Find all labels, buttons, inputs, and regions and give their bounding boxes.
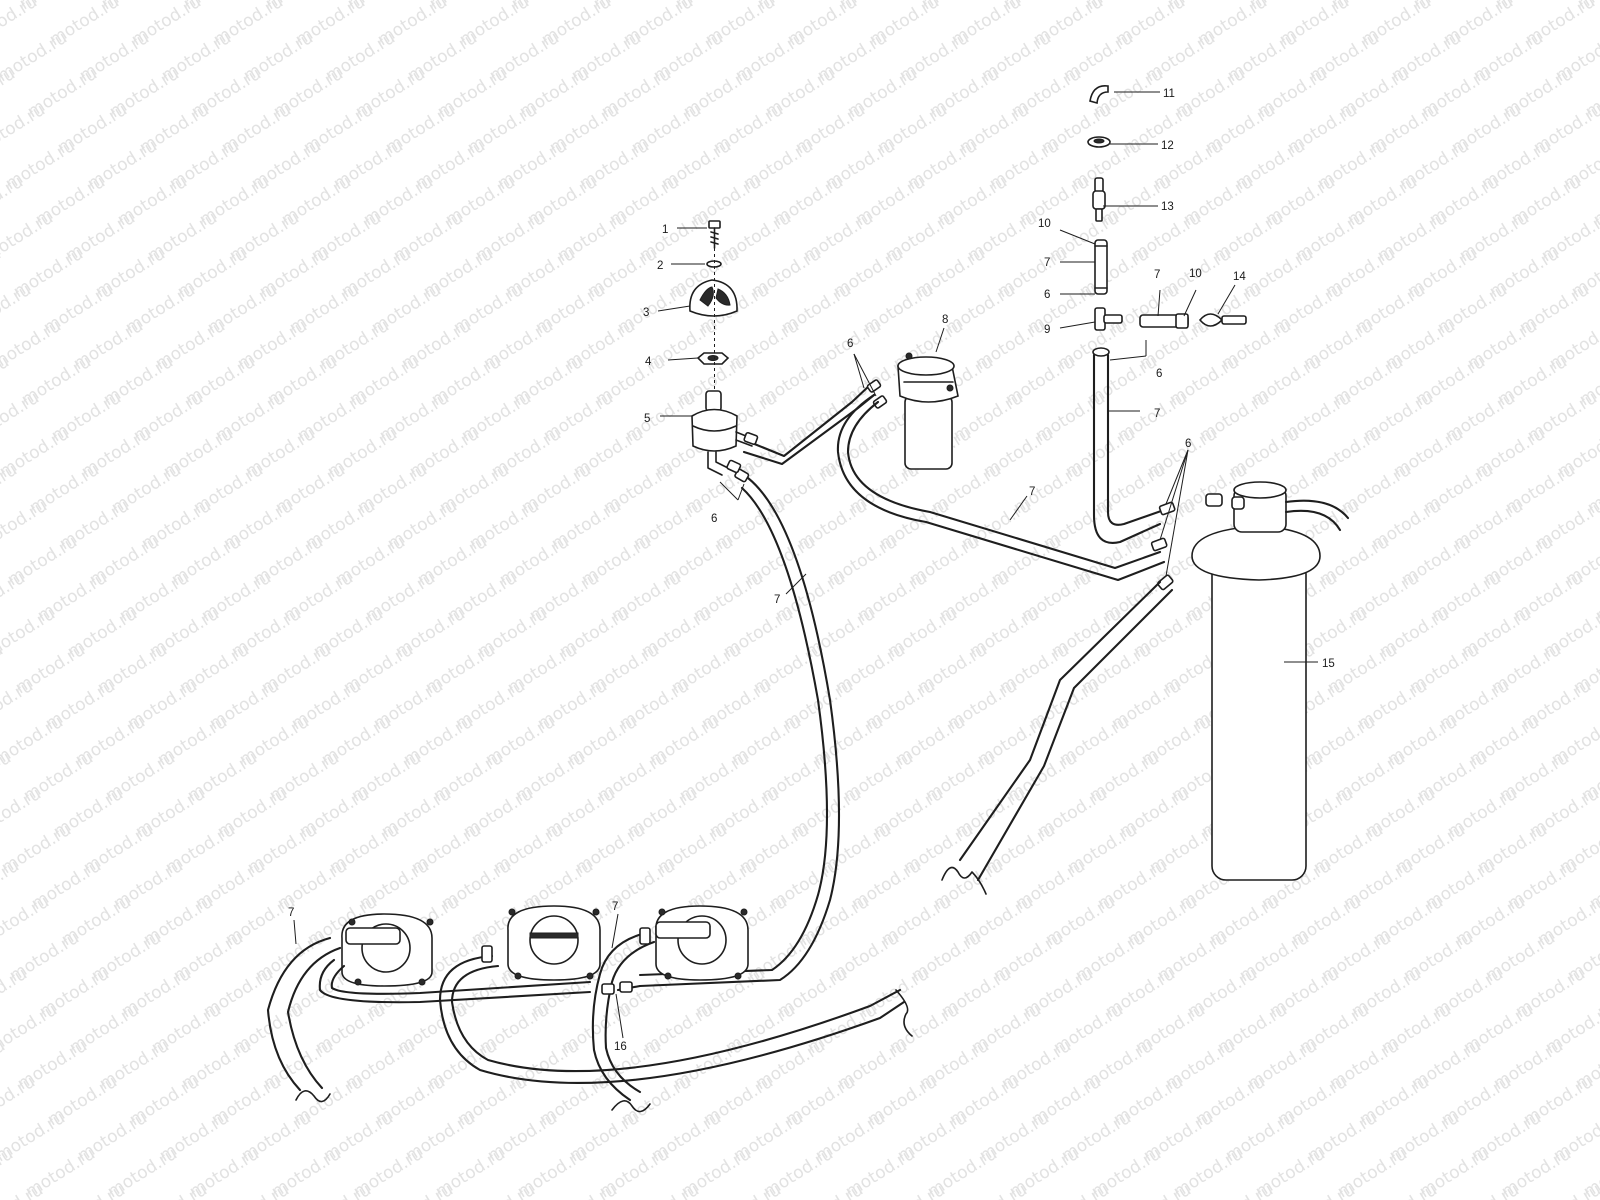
callout-10-side: 10 (1189, 268, 1202, 280)
callout-10-vent: 10 (1038, 218, 1051, 230)
watermark-text: motod.ru (0, 1072, 39, 1130)
part-5-valve (691, 390, 757, 476)
watermark-text: motod.ru (1036, 1180, 1113, 1200)
callout-7-side: 7 (1154, 269, 1160, 281)
watermark-text: motod.ru (0, 892, 53, 950)
watermark-text: motod.ru (0, 388, 43, 446)
callout-16: 16 (614, 1041, 627, 1053)
part-14-valve (1198, 313, 1247, 327)
callout-13: 13 (1161, 201, 1174, 213)
leader-lines (293, 91, 1318, 1039)
callout-7-center: 7 (612, 901, 618, 913)
watermark-text: motod.ru (0, 604, 59, 662)
watermark-text: motod.ru (462, 1180, 539, 1200)
watermark-text: motod.ru (380, 1180, 457, 1200)
watermark-text: motod.ru (0, 784, 45, 842)
part-3-knob (689, 279, 738, 317)
callout-5: 5 (644, 413, 650, 425)
watermark-text: motod.ru (1200, 1180, 1277, 1200)
watermark-text: motod.ru (544, 1180, 621, 1200)
hose-fittings-6-left (726, 431, 759, 483)
watermark-text: motod.ru (0, 100, 49, 158)
watermark-text: motod.ru (1118, 1180, 1195, 1200)
watermark-text: motod.ru (1282, 1180, 1359, 1200)
callout-7-carb-line: 7 (774, 594, 780, 606)
callout-3: 3 (643, 307, 649, 319)
watermark-text: motod.ru (1446, 1180, 1523, 1200)
watermark-text: motod.ru (52, 1180, 129, 1200)
callout-4: 4 (645, 356, 652, 368)
carb-3 (655, 905, 749, 981)
watermark-text: motod.ru (0, 0, 41, 50)
callout-7-vent: 7 (1044, 257, 1050, 269)
watermark-text: motod.ru (1364, 1180, 1441, 1200)
part-9-tee (1094, 307, 1123, 331)
hose-valve-to-carbs (638, 476, 841, 988)
part-7-vent-hose-side (1139, 313, 1189, 329)
hose-tank-return (941, 580, 1174, 895)
callout-6-tee: 6 (1156, 368, 1162, 380)
callout-9: 9 (1044, 324, 1050, 336)
part-11-elbow (1089, 84, 1109, 105)
part-7-vent-hose-short (1094, 239, 1108, 295)
callout-11: 11 (1163, 88, 1175, 100)
vent-hose-down (1092, 347, 1166, 544)
watermark-text: motod.ru (0, 280, 35, 338)
watermark-text: motod.ru (954, 1180, 1031, 1200)
callout-2: 2 (657, 260, 663, 272)
watermark-text: motod.ru (298, 1180, 375, 1200)
callout-14: 14 (1233, 271, 1246, 283)
callout-6-tank: 6 (1185, 438, 1191, 450)
callout-8: 8 (942, 314, 948, 326)
callout-7-main: 7 (1029, 486, 1035, 498)
filter-fittings-6 (866, 379, 888, 409)
part-15-fuel-tank (1191, 481, 1350, 881)
part-1-bolt (708, 220, 721, 249)
carb-hoses (266, 927, 913, 1113)
callout-7-left: 7 (288, 907, 294, 919)
carb-2 (507, 905, 601, 981)
part-12-clamp (1087, 136, 1111, 148)
watermark-text: motod.ru (0, 208, 57, 266)
callout-6-vent: 6 (1044, 289, 1050, 301)
part-4-nut (696, 352, 730, 365)
watermark-text: motod.ru (708, 1180, 785, 1200)
part-13-check-valve (1092, 177, 1106, 222)
watermark-text: motod.ru (216, 1180, 293, 1200)
watermark-text: motod.ru (0, 1000, 61, 1058)
watermark-text: motod.ru (790, 1180, 867, 1200)
callout-15: 15 (1322, 658, 1335, 670)
callout-1: 1 (662, 224, 668, 236)
callout-7-down: 7 (1154, 408, 1160, 420)
watermark-text: motod.ru (0, 676, 37, 734)
part-8-filter (897, 352, 959, 470)
callout-6-valve: 6 (711, 513, 717, 525)
watermark-text: motod.ru (872, 1180, 949, 1200)
callout-labels: 1 2 3 4 5 6 6 6 6 6 7 7 7 7 7 7 7 8 9 10… (288, 88, 1335, 1053)
carb-1 (341, 913, 434, 987)
watermark-text: motod.ru (626, 1180, 703, 1200)
watermark-text: motod.ru (134, 1180, 211, 1200)
callout-12: 12 (1161, 140, 1174, 152)
watermark-text: motod.ru (0, 496, 51, 554)
callout-6-filter: 6 (847, 338, 853, 350)
hose-filter-to-tank (836, 393, 1166, 582)
